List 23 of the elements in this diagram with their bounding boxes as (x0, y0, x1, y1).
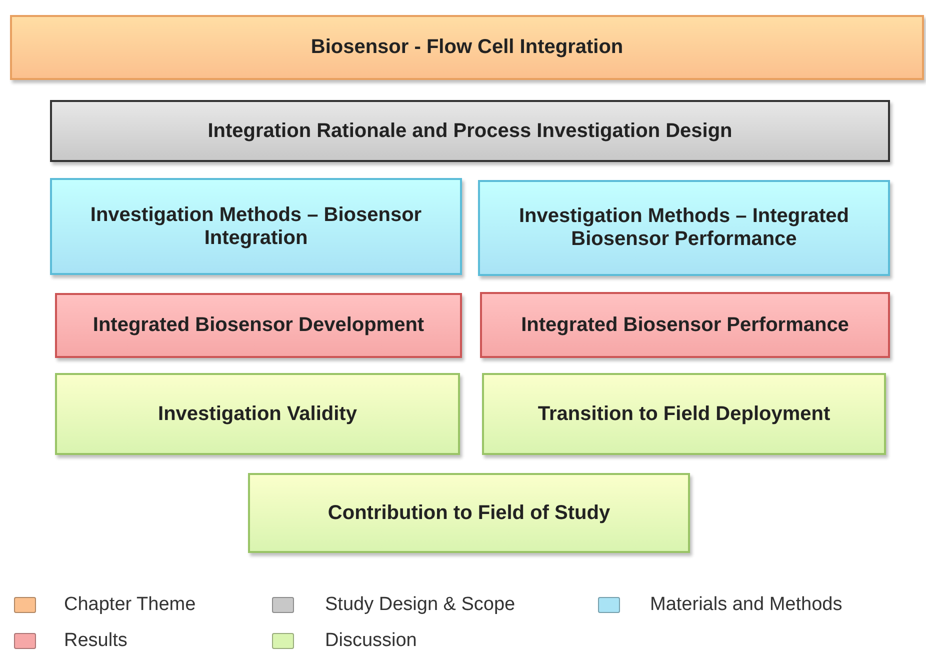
section-title: Biosensor - Flow Cell Integration (310, 36, 624, 59)
legend-label: Materials and Methods (650, 595, 842, 615)
legend-label: Study Design & Scope (325, 595, 516, 615)
section-title: Contribution to Field of Study (326, 502, 612, 524)
section-box (478, 180, 890, 276)
section-box (480, 292, 890, 358)
section-title: Transition to Field Deployment (536, 402, 832, 426)
section-box (50, 100, 890, 162)
legend-label: Discussion (325, 631, 417, 651)
section-box (50, 178, 462, 275)
legend-label: Chapter Theme (64, 595, 196, 615)
section-box (482, 373, 886, 455)
section-box (10, 15, 924, 80)
section-title: Integrated Biosensor Development (92, 314, 426, 337)
section-title: Integrated Biosensor Performance (520, 314, 850, 336)
section-title: Integration Rationale and Process Investigation Design (206, 120, 734, 142)
section-box (55, 373, 460, 455)
section-title: Investigation Methods – Integrated Biosensor Performance (518, 205, 850, 251)
section-box (248, 473, 690, 553)
section-title: Investigation Validity (157, 402, 358, 426)
section-box (55, 293, 462, 358)
legend-label: Results (64, 631, 128, 651)
section-title: Investigation Methods – Biosensor Integration (89, 204, 423, 250)
